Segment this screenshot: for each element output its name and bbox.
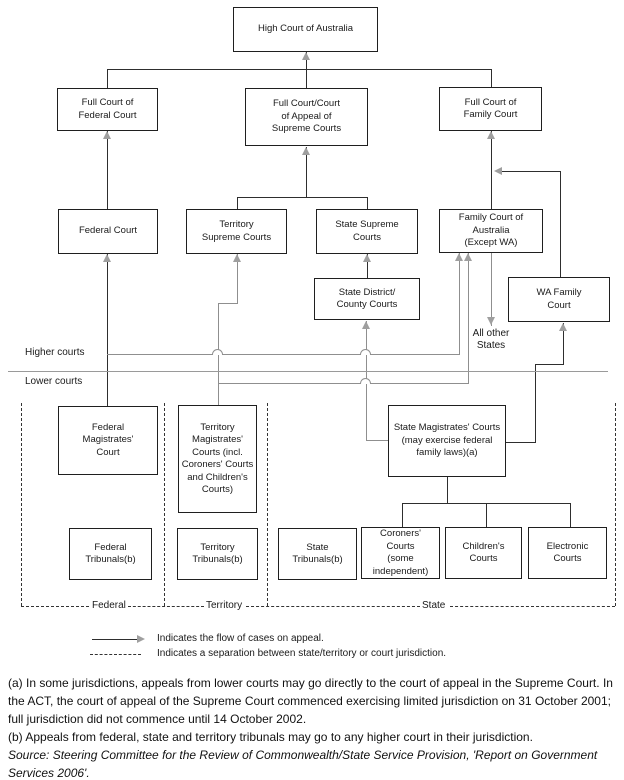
connector-line — [237, 254, 238, 304]
connector-line — [367, 254, 368, 279]
territory-magistrates-courts-box: Territory Magistrates' Courts (incl. Cor… — [178, 405, 257, 513]
footnotes: (a) In some jurisdictions, appeals from … — [8, 674, 620, 780]
footnote-a: (a) In some jurisdictions, appeals from … — [8, 676, 613, 726]
appeal-arrowhead-up — [455, 253, 463, 261]
connector-line — [218, 303, 238, 304]
appeal-arrowhead-up — [363, 254, 371, 262]
territory-tribunals-box: Territory Tribunals(b) — [177, 528, 258, 580]
connector-line — [506, 442, 536, 443]
connector-line — [447, 477, 448, 504]
lower-courts-label: Lower courts — [25, 376, 83, 387]
line-hop — [212, 349, 223, 355]
connector-line — [107, 69, 108, 89]
connector-line — [218, 383, 469, 384]
appeal-arrowhead-up — [464, 253, 472, 261]
appeal-arrowhead-up — [487, 131, 495, 139]
appeal-arrowhead-right — [137, 635, 145, 643]
connector-line — [491, 131, 492, 210]
connector-line — [306, 52, 307, 89]
state-zone-label: State — [422, 600, 446, 611]
connector-line — [459, 253, 460, 355]
wa-family-court-box: WA Family Court — [508, 277, 610, 322]
appeal-arrowhead-up — [559, 323, 567, 331]
line-hop — [360, 349, 371, 355]
connector-line — [107, 131, 108, 210]
connector-line — [563, 323, 564, 365]
connector-line — [107, 254, 108, 407]
jurisdiction-separator-line — [267, 403, 268, 606]
territory-supreme-courts-box: Territory Supreme Courts — [186, 209, 287, 254]
state-supreme-courts-box: State Supreme Courts — [316, 209, 418, 254]
electronic-courts-box: Electronic Courts — [528, 527, 607, 579]
connector-line — [367, 197, 368, 210]
jurisdiction-separator-line — [21, 606, 89, 607]
jurisdiction-separator-line — [90, 654, 141, 655]
appeal-arrowhead-up — [302, 52, 310, 60]
connector-line — [535, 364, 536, 443]
connector-line — [570, 503, 571, 528]
federal-tribunals-box: Federal Tribunals(b) — [69, 528, 152, 580]
high-court-box: High Court of Australia — [233, 7, 378, 52]
jurisdiction-separator-line — [164, 403, 165, 606]
federal-magistrates-court-box: Federal Magistrates' Court — [58, 406, 158, 475]
state-magistrates-courts-box: State Magistrates' Courts (may exercise … — [388, 405, 506, 477]
appeal-arrowhead-up — [103, 131, 111, 139]
connector-line — [306, 147, 307, 198]
legend-separation-label: Indicates a separation between state/ter… — [157, 648, 447, 659]
jurisdiction-separator-line — [128, 606, 204, 607]
appeal-arrowhead-up — [233, 254, 241, 262]
connector-line — [496, 171, 561, 172]
childrens-courts-box: Children's Courts — [445, 527, 522, 579]
full-court-court-of-appeal-supreme-box: Full Court/Court of Appeal of Supreme Co… — [245, 88, 368, 146]
appeal-arrowhead-up — [103, 254, 111, 262]
family-court-of-australia-box: Family Court of Australia (Except WA) — [439, 209, 543, 253]
coroners-courts-box: Coroners' Courts (some independent) — [361, 527, 440, 579]
higher-courts-label: Higher courts — [25, 347, 85, 358]
connector-line — [491, 253, 492, 326]
source-citation: Source: Steering Committee for the Revie… — [8, 748, 598, 780]
full-court-federal-court-box: Full Court of Federal Court — [57, 88, 158, 131]
connector-line — [237, 197, 238, 210]
connector-line — [535, 364, 564, 365]
jurisdiction-separator-line — [450, 606, 615, 607]
connector-line — [486, 503, 487, 528]
connector-line — [366, 440, 389, 441]
state-district-county-courts-box: State District/ County Courts — [314, 278, 420, 320]
connector-line — [107, 354, 460, 355]
line-hop — [360, 378, 371, 384]
footnote-b: (b) Appeals from federal, state and terr… — [8, 730, 533, 744]
all-other-states-label: All other States — [472, 328, 510, 351]
federal-zone-label: Federal — [92, 600, 126, 611]
connector-line — [107, 69, 492, 70]
connector-line — [8, 371, 608, 372]
federal-court-box: Federal Court — [58, 209, 158, 254]
jurisdiction-separator-line — [246, 606, 420, 607]
full-court-family-court-box: Full Court of Family Court — [439, 87, 542, 131]
appeal-arrowhead-up — [302, 147, 310, 155]
territory-zone-label: Territory — [206, 600, 243, 611]
connector-line — [402, 503, 403, 528]
state-tribunals-box: State Tribunals(b) — [278, 528, 357, 580]
appeal-arrowhead-up — [362, 321, 370, 329]
connector-line — [92, 639, 139, 640]
jurisdiction-separator-line — [21, 403, 22, 606]
connector-line — [560, 171, 561, 278]
connector-line — [468, 253, 469, 384]
appeal-arrowhead-down — [487, 317, 495, 325]
jurisdiction-separator-line — [615, 403, 616, 606]
appeal-arrowhead-left — [494, 167, 502, 175]
connector-line — [237, 197, 368, 198]
legend-flow-label: Indicates the flow of cases on appeal. — [157, 633, 324, 644]
connector-line — [491, 69, 492, 88]
